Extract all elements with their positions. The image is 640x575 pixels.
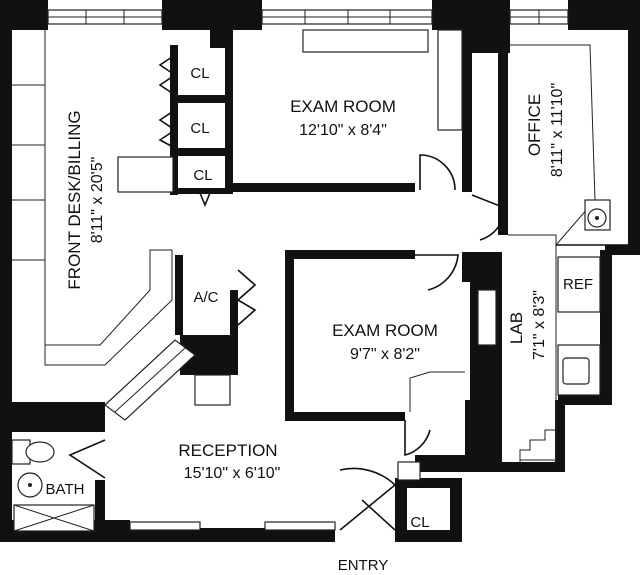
interior-walls (0, 25, 628, 525)
office-dims: 8'11" x 11'10" (549, 83, 566, 177)
doors (68, 54, 506, 531)
closet-4-label: CL (410, 514, 429, 531)
outer-walls (0, 0, 640, 542)
reception-dims: 15'10" x 6'10" (184, 465, 281, 482)
closet-1-label: CL (190, 65, 209, 82)
lab-dims: 7'1" x 8'3" (531, 290, 548, 360)
closet-2-label: CL (190, 120, 209, 137)
ref-label: REF (563, 276, 593, 293)
lab-name: LAB (507, 312, 526, 344)
front-desk-dims: 8'11" x 20'5" (89, 157, 106, 244)
bath-label: BATH (46, 481, 85, 498)
front-desk-name: FRONT DESK/BILLING (65, 110, 84, 289)
exam-room-1-dims: 12'10" x 8'4" (299, 122, 387, 139)
ac-label: A/C (193, 289, 218, 306)
exam-room-2-name: EXAM ROOM (332, 321, 438, 340)
windows (47, 9, 569, 25)
fixtures (11, 29, 611, 532)
room-labels: FRONT DESK/BILLING 8'11" x 20'5" EXAM RO… (46, 65, 593, 574)
exam-room-1-name: EXAM ROOM (290, 97, 396, 116)
office-name: OFFICE (525, 94, 544, 156)
entry-label: ENTRY (338, 557, 389, 574)
reception-name: RECEPTION (178, 441, 277, 460)
exam-room-2-dims: 9'7" x 8'2" (350, 346, 420, 363)
closet-3-label: CL (193, 167, 212, 184)
